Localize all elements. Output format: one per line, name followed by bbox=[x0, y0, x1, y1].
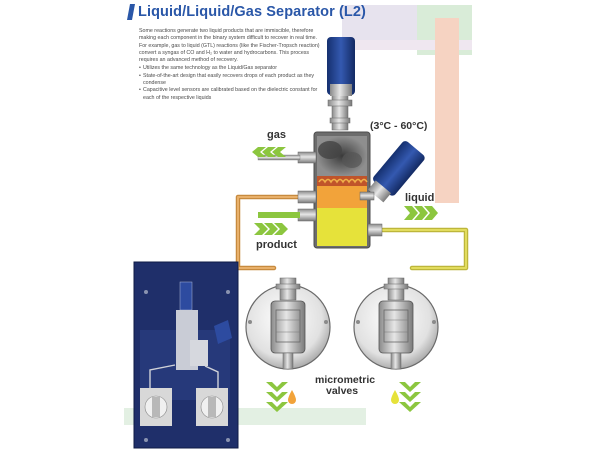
liquid-label: liquid bbox=[405, 192, 435, 204]
product-layer bbox=[317, 186, 367, 208]
tubing bbox=[235, 194, 469, 271]
liquid-layer bbox=[317, 208, 367, 246]
valves-label-line1: micrometric bbox=[315, 374, 376, 386]
valves-label-line2: valves bbox=[326, 385, 359, 397]
page-title: Liquid/Liquid/Gas Separator (L2) bbox=[138, 4, 366, 20]
micrometric-valve-left bbox=[245, 277, 331, 370]
double-chevron-right-icon bbox=[254, 223, 288, 235]
feature-item: Utilizes the same technology as the Liqu… bbox=[139, 65, 321, 73]
top-level-sensor bbox=[327, 37, 355, 96]
product-label: product bbox=[256, 239, 297, 251]
double-chevron-right-icon bbox=[404, 206, 438, 220]
gas-label: gas bbox=[267, 129, 286, 141]
double-chevron-down-icon bbox=[399, 382, 421, 412]
title-accent bbox=[127, 4, 135, 20]
double-chevron-down-icon bbox=[266, 382, 288, 412]
droplet-icon bbox=[391, 390, 399, 404]
feature-item: Capacitive level sensors are calibrated … bbox=[139, 87, 321, 102]
feature-item: State-of-the-art design that easily reco… bbox=[139, 73, 321, 88]
chamber-fittings bbox=[257, 151, 383, 237]
top-fitting bbox=[331, 91, 349, 131]
side-level-sensor bbox=[368, 141, 425, 203]
micrometric-valve-right bbox=[353, 277, 439, 370]
droplet-icon bbox=[288, 390, 296, 404]
description: Some reactions generate two liquid produ… bbox=[139, 28, 321, 102]
double-chevron-left-icon bbox=[252, 147, 286, 157]
temperature-label: (3°C - 60°C) bbox=[370, 120, 428, 132]
intro-paragraph: Some reactions generate two liquid produ… bbox=[139, 28, 320, 64]
separator-chamber bbox=[313, 131, 371, 249]
device-photo bbox=[133, 261, 239, 449]
feature-list: Utilizes the same technology as the Liqu… bbox=[139, 65, 321, 101]
